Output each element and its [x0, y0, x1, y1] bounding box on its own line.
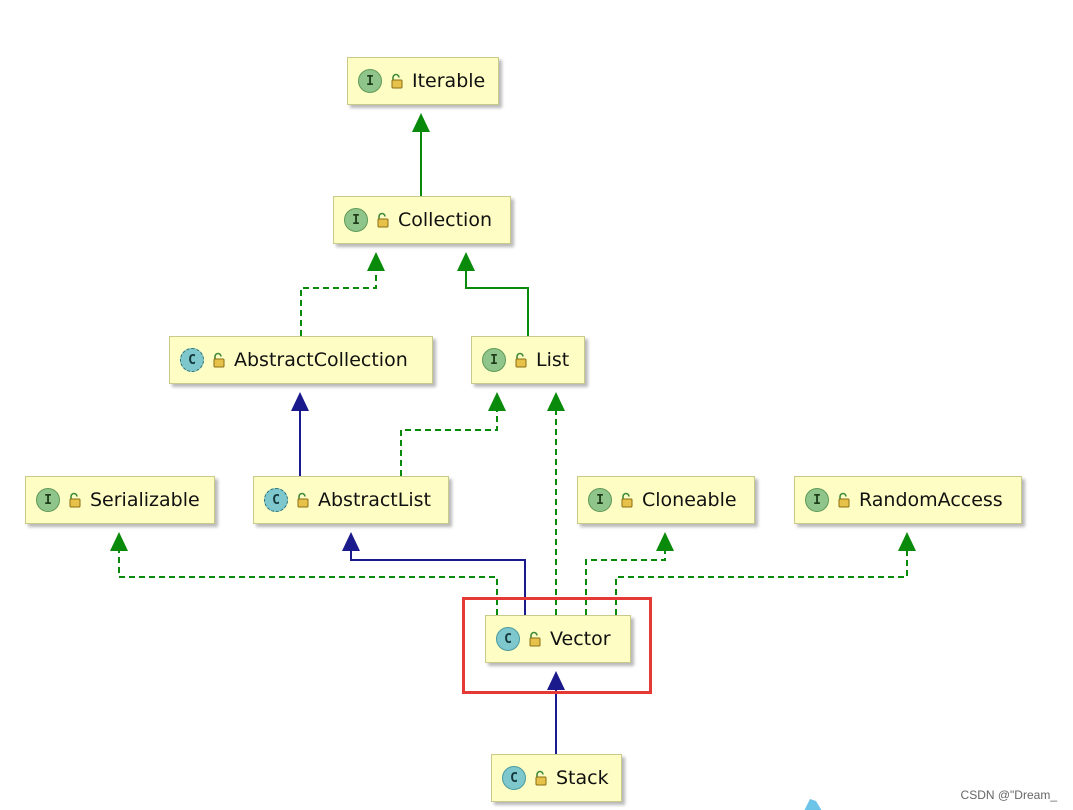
- arrowhead-abstractlist-to-list: [488, 392, 506, 411]
- node-name: Vector: [550, 627, 611, 650]
- edge-vector-to-abstractlist: [350, 550, 526, 615]
- arrowhead-abstractlist-to-abstractcollection: [291, 392, 309, 411]
- edge-list-to-collection: [465, 270, 529, 336]
- watermark: CSDN @"Dream_: [960, 788, 1057, 802]
- class-kind-icon: C: [496, 627, 520, 651]
- node-cloneable[interactable]: I Cloneable: [577, 476, 755, 524]
- unlocked-padlock-icon: [535, 770, 547, 786]
- class-kind-icon: C: [264, 488, 288, 512]
- node-collection[interactable]: I Collection: [333, 196, 511, 244]
- arrowhead-vector-to-randomaccess: [898, 532, 916, 551]
- node-name: AbstractList: [318, 488, 431, 511]
- arrowhead-collection-to-iterable: [412, 113, 430, 132]
- node-name: Collection: [398, 208, 492, 231]
- arrowhead-vector-to-abstractlist: [342, 532, 360, 551]
- node-vector[interactable]: C Vector: [485, 615, 631, 663]
- interface-kind-icon: I: [805, 488, 829, 512]
- partial-blue-shape: [802, 796, 824, 810]
- node-name: List: [536, 348, 570, 371]
- arrowhead-abstractcollection-to-collection: [367, 252, 385, 271]
- arrowhead-vector-to-list: [547, 392, 565, 411]
- node-randomaccess[interactable]: I RandomAccess: [794, 476, 1022, 524]
- interface-kind-icon: I: [588, 488, 612, 512]
- interface-kind-icon: I: [344, 208, 368, 232]
- interface-kind-icon: I: [482, 348, 506, 372]
- node-abstractlist[interactable]: C AbstractList: [253, 476, 449, 524]
- node-stack[interactable]: C Stack: [491, 754, 622, 802]
- arrowhead-stack-to-vector: [547, 671, 565, 690]
- arrowhead-list-to-collection: [457, 252, 475, 271]
- node-serializable[interactable]: I Serializable: [25, 476, 215, 524]
- interface-kind-icon: I: [358, 69, 382, 93]
- class-kind-icon: C: [502, 766, 526, 790]
- unlocked-padlock-icon: [391, 73, 403, 89]
- edge-vector-to-randomaccess: [615, 550, 908, 615]
- node-list[interactable]: I List: [471, 336, 585, 384]
- unlocked-padlock-icon: [529, 631, 541, 647]
- unlocked-padlock-icon: [515, 352, 527, 368]
- node-name: Cloneable: [642, 488, 737, 511]
- edge-abstractcollection-to-collection: [300, 270, 377, 336]
- unlocked-padlock-icon: [297, 492, 309, 508]
- unlocked-padlock-icon: [377, 212, 389, 228]
- edge-abstractlist-to-list: [400, 410, 498, 476]
- node-abstractcollection[interactable]: C AbstractCollection: [169, 336, 433, 384]
- vector-highlight-box: [462, 597, 652, 694]
- node-name: Iterable: [412, 69, 486, 92]
- node-iterable[interactable]: I Iterable: [347, 57, 499, 105]
- unlocked-padlock-icon: [621, 492, 633, 508]
- interface-kind-icon: I: [36, 488, 60, 512]
- node-name: RandomAccess: [859, 488, 1003, 511]
- arrowhead-vector-to-serializable: [110, 532, 128, 551]
- edge-vector-to-cloneable: [585, 550, 666, 615]
- class-kind-icon: C: [180, 348, 204, 372]
- arrowhead-vector-to-cloneable: [656, 532, 674, 551]
- unlocked-padlock-icon: [838, 492, 850, 508]
- node-name: AbstractCollection: [234, 348, 408, 371]
- unlocked-padlock-icon: [213, 352, 225, 368]
- node-name: Serializable: [90, 488, 200, 511]
- unlocked-padlock-icon: [69, 492, 81, 508]
- node-name: Stack: [556, 766, 609, 789]
